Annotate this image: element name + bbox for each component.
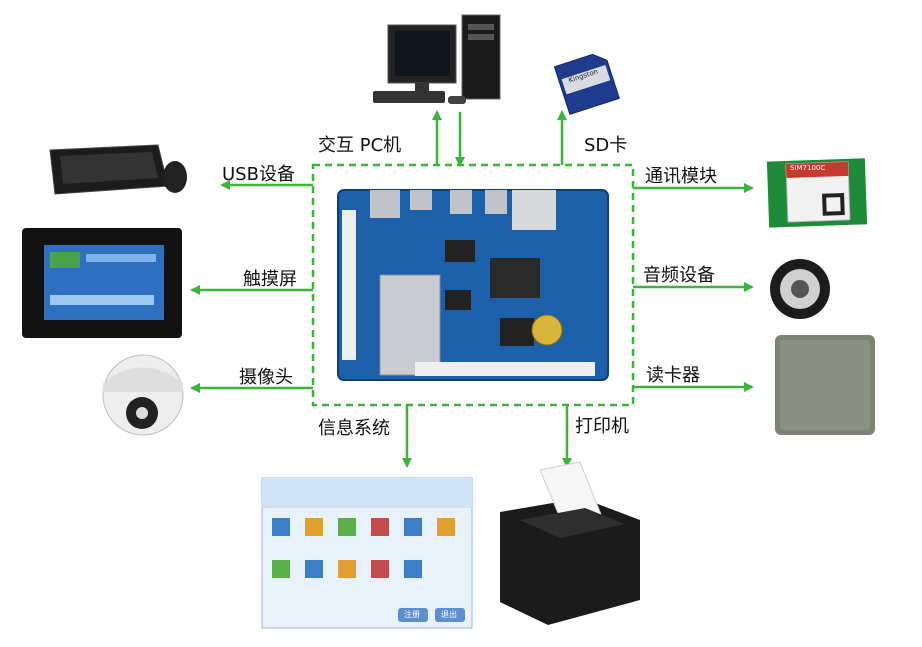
- camera-icon: [102, 354, 184, 436]
- register-button: [398, 608, 428, 622]
- label-audio: 音频设备: [643, 265, 715, 286]
- usb-keyboard-icon: [49, 144, 187, 195]
- info-system-screen-icon: [261, 477, 473, 629]
- card-reader-icon: [775, 335, 875, 435]
- pc-icon: [373, 14, 501, 104]
- label-touch: 触摸屏: [243, 269, 297, 290]
- label-camera: 摄像头: [239, 367, 293, 388]
- sim-module-model: SIM7100C: [790, 164, 826, 172]
- info-button-register-label: 注册: [404, 610, 420, 619]
- mouse-icon: [163, 161, 187, 193]
- label-printer: 打印机: [575, 416, 629, 437]
- comm-module-icon: [766, 158, 868, 228]
- speaker-icon: [770, 259, 830, 319]
- label-pc: 交互 PC机: [318, 135, 402, 156]
- label-info: 信息系统: [318, 418, 390, 439]
- label-comm: 通讯模块: [645, 166, 717, 187]
- mainboard: [337, 189, 609, 381]
- label-sd: SD卡: [584, 135, 628, 156]
- info-button-exit-label: 退出: [441, 610, 457, 619]
- sd-card-icon: [553, 53, 620, 115]
- printer-icon: [500, 461, 640, 625]
- label-usb: USB设备: [222, 164, 295, 185]
- arrows: [190, 110, 754, 468]
- exit-button: [435, 608, 465, 622]
- touch-screen-icon: [22, 228, 182, 338]
- board-boundary: [311, 163, 635, 407]
- label-reader: 读卡器: [646, 365, 700, 386]
